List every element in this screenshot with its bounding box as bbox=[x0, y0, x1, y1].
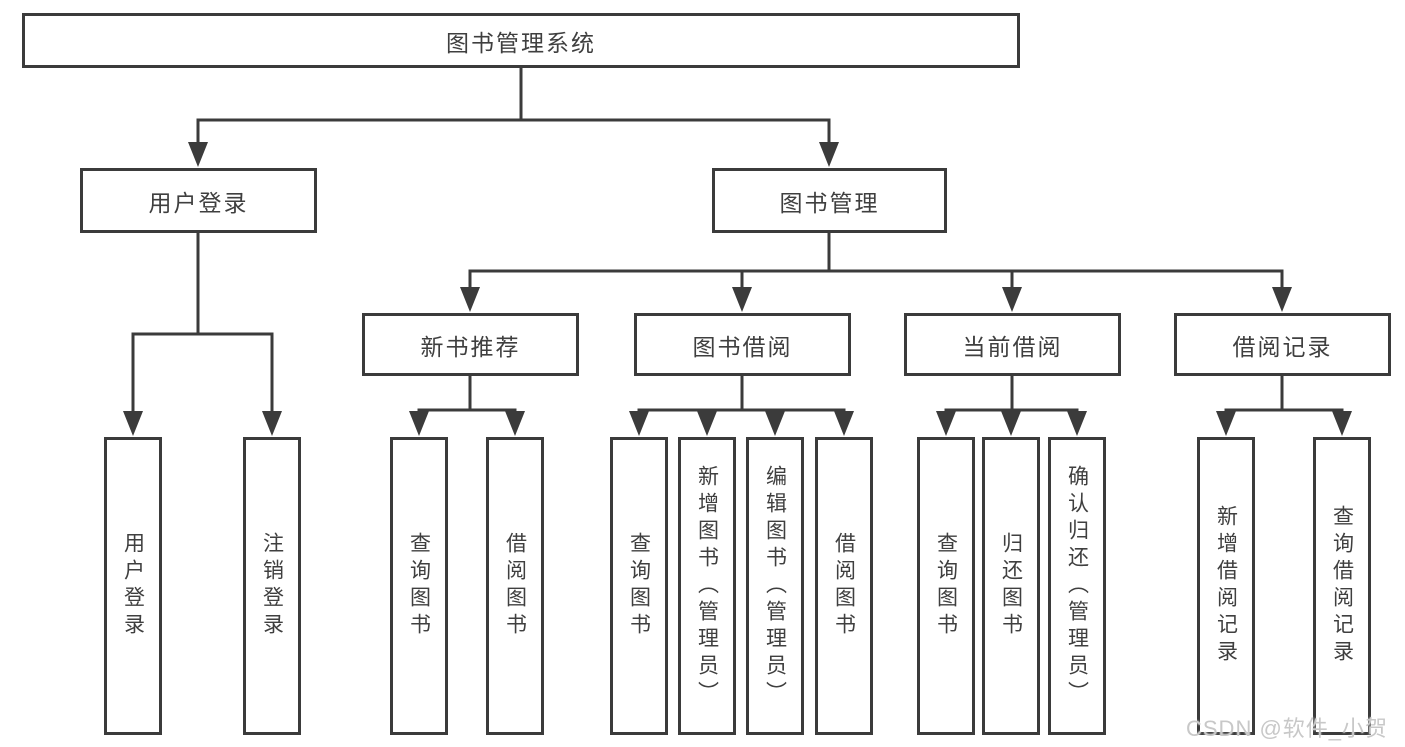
node-current-borrow: 当前借阅 bbox=[904, 313, 1121, 376]
node-book-borrow: 图书借阅 bbox=[634, 313, 851, 376]
leaf-confirm-return-admin-label: 确认归还（管理员） bbox=[1065, 464, 1089, 708]
leaf-query-books-current-label: 查询图书 bbox=[934, 532, 958, 640]
node-book-borrow-label: 图书借阅 bbox=[692, 333, 793, 360]
node-new-book-recommend-label: 新书推荐 bbox=[420, 333, 521, 360]
leaf-add-books-admin: 新增图书（管理员） bbox=[678, 437, 736, 735]
leaf-query-books-recommend: 查询图书 bbox=[390, 437, 448, 735]
node-book-management: 图书管理 bbox=[712, 168, 947, 233]
leaf-return-books-label: 归还图书 bbox=[999, 532, 1023, 640]
leaf-query-books-borrow-label: 查询图书 bbox=[627, 532, 651, 640]
leaf-edit-books-admin: 编辑图书（管理员） bbox=[746, 437, 804, 735]
watermark: CSDN @软件_小贺同学 bbox=[1186, 716, 1389, 741]
leaf-logout-login: 注销登录 bbox=[243, 437, 301, 735]
leaf-borrow-books-recommend: 借阅图书 bbox=[486, 437, 544, 735]
arrowhead-icons bbox=[123, 142, 1352, 436]
node-root-label: 图书管理系统 bbox=[446, 29, 596, 56]
node-current-borrow-label: 当前借阅 bbox=[962, 333, 1063, 360]
leaf-query-books-recommend-label: 查询图书 bbox=[407, 532, 431, 640]
node-new-book-recommend: 新书推荐 bbox=[362, 313, 579, 376]
leaf-query-borrow-record-label: 查询借阅记录 bbox=[1330, 505, 1354, 667]
leaf-borrow-books-borrow: 借阅图书 bbox=[815, 437, 873, 735]
node-root: 图书管理系统 bbox=[22, 13, 1020, 68]
leaf-edit-books-admin-label: 编辑图书（管理员） bbox=[763, 464, 787, 708]
leaf-add-borrow-record: 新增借阅记录 bbox=[1197, 437, 1255, 735]
leaf-borrow-books-recommend-label: 借阅图书 bbox=[503, 532, 527, 640]
node-user-login-label: 用户登录 bbox=[148, 189, 249, 216]
leaf-confirm-return-admin: 确认归还（管理员） bbox=[1048, 437, 1106, 735]
node-book-management-label: 图书管理 bbox=[779, 189, 880, 216]
leaf-return-books: 归还图书 bbox=[982, 437, 1040, 735]
leaf-add-books-admin-label: 新增图书（管理员） bbox=[695, 464, 719, 708]
leaf-user-login: 用户登录 bbox=[104, 437, 162, 735]
leaf-logout-login-label: 注销登录 bbox=[260, 532, 284, 640]
leaf-add-borrow-record-label: 新增借阅记录 bbox=[1214, 505, 1238, 667]
node-borrow-records: 借阅记录 bbox=[1174, 313, 1391, 376]
leaf-user-login-label: 用户登录 bbox=[121, 532, 145, 640]
leaf-query-borrow-record: 查询借阅记录 bbox=[1313, 437, 1371, 735]
leaf-query-books-borrow: 查询图书 bbox=[610, 437, 668, 735]
leaf-query-books-current: 查询图书 bbox=[917, 437, 975, 735]
node-user-login: 用户登录 bbox=[80, 168, 317, 233]
leaf-borrow-books-borrow-label: 借阅图书 bbox=[832, 532, 856, 640]
node-borrow-records-label: 借阅记录 bbox=[1232, 333, 1333, 360]
